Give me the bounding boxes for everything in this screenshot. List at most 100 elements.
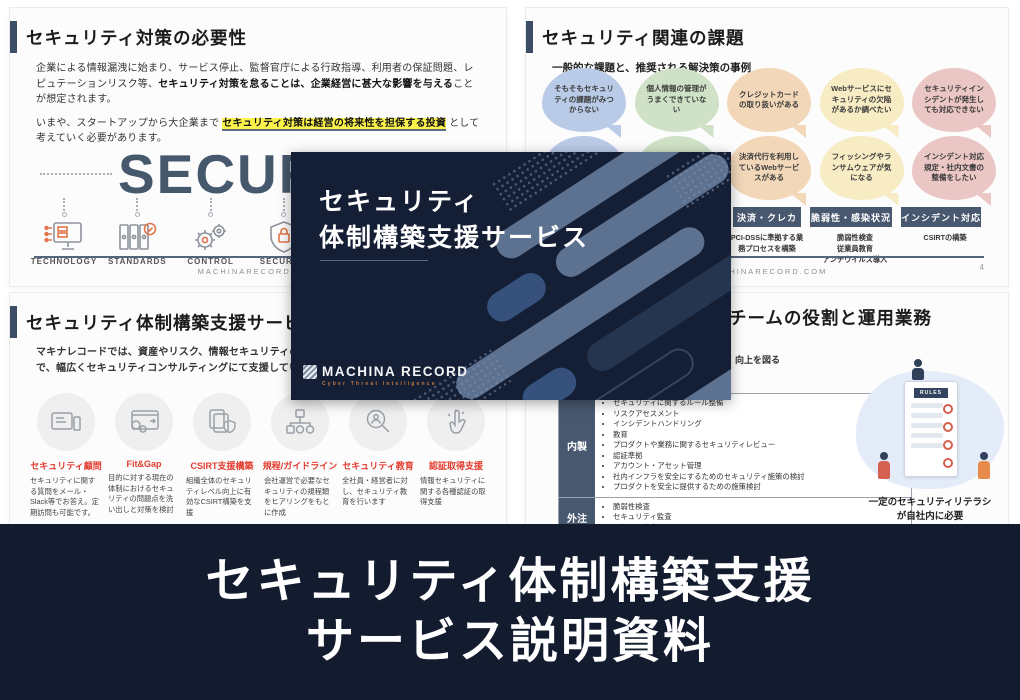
footer-url: MACHINARECORD.COM xyxy=(197,267,319,276)
solution-texts: PCI-DSSに準拠する業務プロセスを構築 脆弱性検査 従業員教育 アンチウイル… xyxy=(729,233,985,265)
certification-hand-icon xyxy=(443,408,469,436)
inhouse-task-list: セキュリティに関するルール整備 リスクアセスメント インシデントハンドリング 教… xyxy=(601,398,911,493)
bubble-text: インシデント対応規定・社内文書の整備をしたい xyxy=(924,152,984,183)
person-body xyxy=(878,461,890,479)
p2-pre: いまや、スタートアップから大企業まで xyxy=(36,117,223,129)
document-line xyxy=(911,403,943,408)
connector-ring xyxy=(134,211,140,217)
icon-label: STANDARDS xyxy=(108,256,167,266)
standards-binders-icon xyxy=(117,219,157,255)
cover-title-line2: 体制構築支援サービス xyxy=(319,224,590,253)
slide-title: セキュリティ対策の必要性 xyxy=(26,27,247,48)
service-item-csirt: CSIRT支援構築 組織全体のセキュリティレベル向上に有効なCSIRT構築を支援 xyxy=(186,393,258,518)
person-head xyxy=(880,452,888,460)
bubble-text: 個人情報の管理がうまくできていない xyxy=(646,84,707,115)
category-label: インシデント対応 xyxy=(901,207,981,227)
service-body: 会社運営で必要なセキュリティの規程類をヒアリングをもとに作成 xyxy=(264,476,330,517)
slide-title-row: セキュリティ関連の課題 xyxy=(526,8,1008,53)
check-badge xyxy=(943,458,953,468)
p1-bold: セキュリティ対策を怠ることは、企業経営に甚大な影響を与える xyxy=(158,78,454,90)
task-item: リスクアセスメント xyxy=(613,409,911,420)
person-body xyxy=(912,368,924,380)
issue-bubbles-row1: そもそもセキュリティの課題がみつからない 個人情報の管理がうまくできていない ク… xyxy=(542,68,996,132)
person-body xyxy=(978,461,990,479)
service-heading: CSIRT支援構築 xyxy=(190,461,254,471)
table-row-inhouse: 内製 セキュリティに関するルール整備 リスクアセスメント インシデントハンドリン… xyxy=(559,394,911,497)
banner-line2: サービス説明資料 xyxy=(305,615,714,668)
issue-bubble: そもそもセキュリティの課題がみつからない xyxy=(542,68,626,132)
category-label: 決済・クレカ xyxy=(733,207,801,227)
dotted-connector xyxy=(209,197,212,211)
solution-line: 脆弱性検査 xyxy=(837,233,873,242)
bubble-text: セキュリティインシデントが発生しても対応できない xyxy=(924,84,984,115)
security-icons-row: TECHNOLOGY STANDARDS xyxy=(10,197,506,266)
dotted-line-left xyxy=(40,173,112,175)
task-item: セキュリティに関するルール整備 xyxy=(613,398,911,409)
necessity-paragraph-2: いまや、スタートアップから大企業まで セキュリティ対策は経営の将来性を担保する投… xyxy=(36,116,482,147)
task-item: インシデントハンドリング xyxy=(613,419,911,430)
dotted-connector xyxy=(63,197,65,211)
decor-bar xyxy=(481,267,552,328)
issue-bubble: フィッシングやランサムウェアが気になる xyxy=(819,136,904,200)
service-circle xyxy=(349,393,407,451)
service-body: 情報セキュリティに関する各種認証の取得支援 xyxy=(420,476,486,507)
task-item: 社内インフラを安全にするためのセキュリティ施策の検討 xyxy=(613,472,911,483)
service-heading: 規程/ガイドライン xyxy=(262,461,338,471)
advisor-device-icon xyxy=(50,409,82,435)
service-item-fitgap: Fit&Gap 目的に対する現在の体制におけるセキュリティの問題点を洗い出しと対… xyxy=(108,393,180,518)
solution-line: アンチウイルス導入 xyxy=(822,254,888,264)
necessity-paragraph-1: 企業による情報漏洩に始まり、サービス停止、監督官庁による行政指導、利用者の保証問… xyxy=(36,61,482,108)
connector-ring xyxy=(281,211,287,217)
check-badge xyxy=(943,422,953,432)
bubble-text: フィッシングやランサムウェアが気になる xyxy=(831,152,892,183)
p1-pre: 企業による情報漏洩に始まり、サービス停止、監督官庁による行政指導、利用者の保証問… xyxy=(36,63,474,90)
issue-bubble: Webサービスにセキュリティの欠陥があるか調べたい xyxy=(819,68,904,132)
task-item: 教育 xyxy=(613,430,911,441)
icon-label: TECHNOLOGY xyxy=(30,256,98,266)
slide-title-row: セキュリティ体制構築支援サービス xyxy=(10,293,506,338)
document-line xyxy=(911,413,943,418)
intro-line2: で、幅広くセキュリティコンサルティングにて支援しています xyxy=(36,363,320,374)
education-magnifier-icon xyxy=(364,408,392,436)
machina-record-logo: MACHINA RECORD Cyber Threat Intelligence xyxy=(303,363,469,387)
solution-text: PCI-DSSに準拠する業務プロセスを構築 xyxy=(729,233,805,265)
technology-monitor-icon xyxy=(44,219,84,255)
fitgap-window-gears-icon xyxy=(128,409,160,435)
logo-mark-icon xyxy=(303,364,317,379)
dotted-connector xyxy=(136,197,139,211)
rules-document: RULES xyxy=(904,381,958,477)
service-item-education: セキュリティ教育 全社員・経営者に対し、セキュリティ教育を行います xyxy=(342,393,414,518)
bubble-text: そもそもセキュリティの課題がみつからない xyxy=(554,84,614,115)
issue-bubble: クレジットカードの取り扱いがある xyxy=(727,68,811,132)
check-badge xyxy=(943,404,953,414)
solution-line: PCI-DSSに準拠する業務プロセスを構築 xyxy=(730,233,804,253)
footer-url: MACHINARECORD.COM xyxy=(706,267,828,276)
icon-label: CONTROL xyxy=(187,256,234,266)
solution-text: CSIRTの構築 xyxy=(905,233,985,265)
person-figure-sitting xyxy=(912,359,924,380)
document-line xyxy=(911,423,943,428)
banner-line1: セキュリティ体制構築支援 xyxy=(205,555,815,608)
service-circle xyxy=(115,393,173,451)
title-accent-bar xyxy=(526,21,533,53)
check-badge xyxy=(943,440,953,450)
task-item: セキュリティ監査 xyxy=(613,512,911,523)
task-item: 認証準拠 xyxy=(613,451,911,462)
issue-bubble: セキュリティインシデントが発生しても対応できない xyxy=(912,68,996,132)
issue-bubble: 決済代行を利用しているWebサービスがある xyxy=(727,136,811,200)
title-accent-bar xyxy=(10,306,17,338)
bubble-text: 決済代行を利用しているWebサービスがある xyxy=(738,152,800,183)
solution-text: 脆弱性検査 従業員教育 アンチウイルス導入 xyxy=(814,233,896,265)
illustration-background-blob: RULES xyxy=(856,359,1004,489)
slide-title-row: セキュリティ対策の必要性 xyxy=(10,8,506,53)
category-label: 脆弱性・感染状況 xyxy=(810,207,892,227)
service-item-advisor: セキュリティ顧問 セキュリティに関する質問をメール・Slack等でお答え。定期訪… xyxy=(30,393,102,518)
title-banner: セキュリティ体制構築支援 サービス説明資料 xyxy=(0,524,1020,700)
service-body: セキュリティに関する質問をメール・Slack等でお答え。定期訪問も可能です。 xyxy=(30,476,99,517)
cover-title: セキュリティ 体制構築支援サービス xyxy=(319,184,589,257)
logo-text: MACHINA RECORD xyxy=(322,363,469,379)
service-body: 全社員・経営者に対し、セキュリティ教育を行います xyxy=(342,476,408,507)
slide-service-overview: セキュリティ体制構築支援サービス マキナレコードでは、資産やリスク、情報セキュリ… xyxy=(10,293,506,524)
intro-line1: マキナレコードでは、資産やリスク、情報セキュリティの整備 xyxy=(36,347,321,358)
